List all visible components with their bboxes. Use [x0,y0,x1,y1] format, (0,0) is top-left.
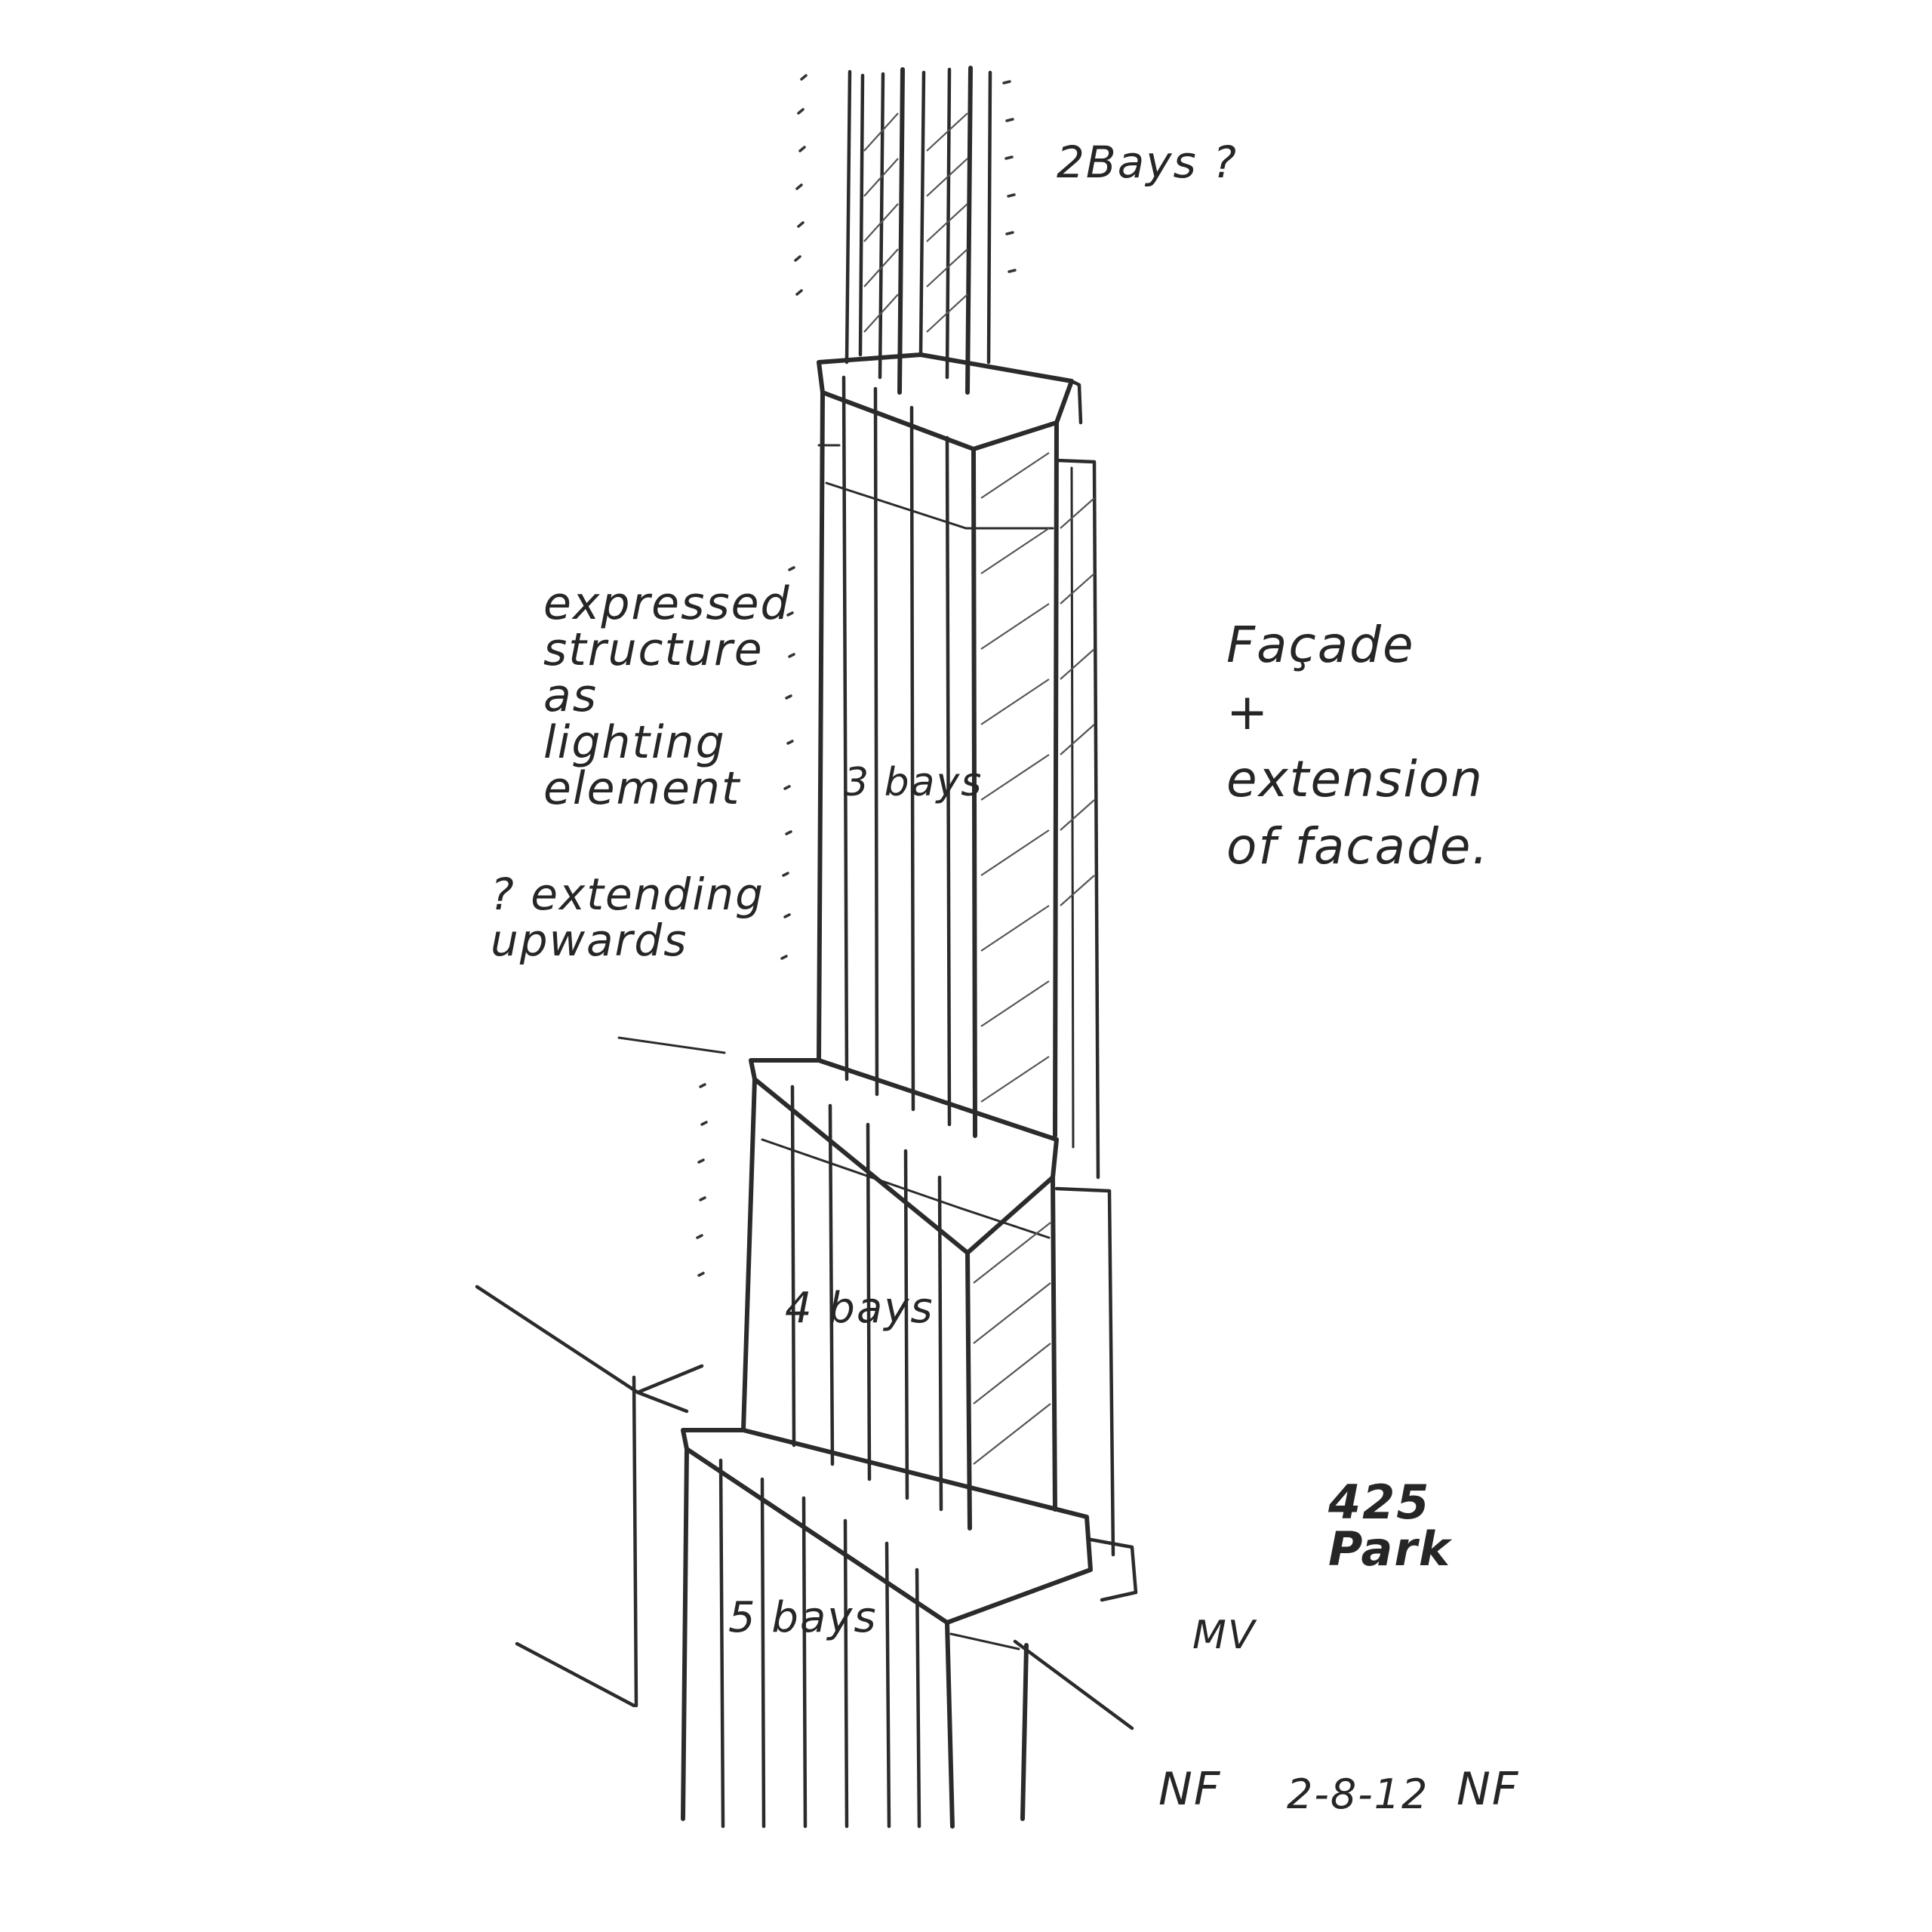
structure-lighting-note: expressed structure as lighting element [543,577,791,815]
top-bays-note: 2Bays ? [1057,137,1238,188]
spire-ticks-left [794,74,808,296]
middle-block [741,1058,1115,1557]
project-name: 425 Park [1328,1475,1452,1577]
extending-upwards-note: ? extending upwards [491,869,764,966]
facade-extension-note: Façade + extension of facade. [1226,616,1490,876]
lower-block [681,1428,1138,1829]
signature-initials-right: NF [1457,1763,1520,1816]
initials-mv: MV [1192,1613,1257,1658]
lower-bays-label: 5 bays [728,1593,878,1642]
upper-bays-label: 3 bays [844,760,983,805]
spire-ticks-right [1002,80,1017,273]
middle-bays-label: 4 bays [785,1284,934,1333]
middle-ticks-left [696,1083,708,1277]
signature-initials-left: NF [1158,1763,1222,1816]
spire [844,66,992,395]
upper-block [817,352,1100,1180]
sketch-date: 2-8-12 [1287,1770,1429,1818]
upper-ticks-left [780,566,795,960]
context-buildings [475,1036,726,1708]
